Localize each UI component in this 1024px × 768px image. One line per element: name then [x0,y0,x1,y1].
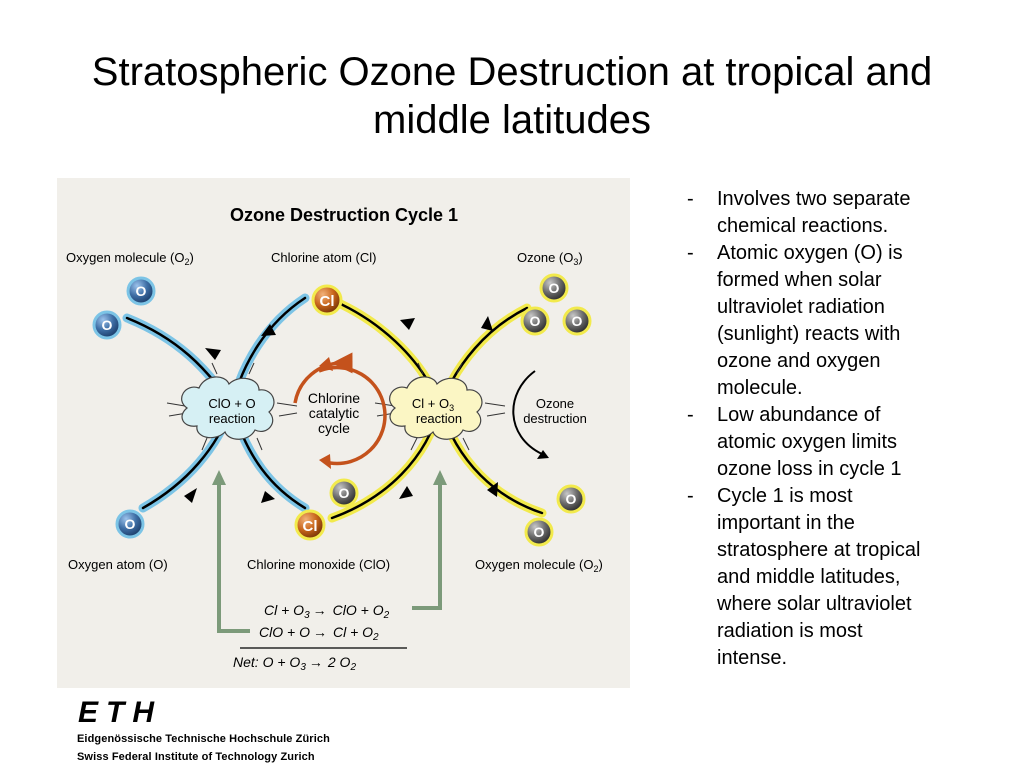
svg-text:Cl: Cl [320,293,335,310]
arrow-head-1 [205,348,221,360]
arrow-head-6 [261,491,275,503]
arrow-head-4 [481,316,493,331]
path-arrowheads [184,316,498,503]
net-arrowhead-left [212,470,226,485]
cycle-arrowhead-bottom [319,454,331,469]
eth-logo: ETH [78,698,155,726]
label-oxygen-molecule-bottom: Oxygen molecule (O2) [475,557,603,574]
ozone-atoms: O O O [520,273,592,336]
oxygen-molecule-top-atoms: O O [92,276,156,340]
bullet-marker: - [687,485,694,507]
svg-text:O: O [566,491,577,507]
svg-text:O: O [125,516,136,532]
clo-o-line-1: ClO + O [208,396,255,411]
title-line-2: middle latitudes [373,98,651,142]
footer-line-1: Eidgenössische Technische Hochschule Zür… [77,733,330,745]
cl-o3-line-1: Cl + O3 [412,396,454,413]
svg-text:O: O [572,313,583,329]
clo-o-reaction-cloud: ClO + O reaction [166,362,298,451]
ozone-destruction-arrowhead [537,450,549,459]
label-oxygen-atom: Oxygen atom (O) [68,557,168,572]
svg-text:O: O [136,283,147,299]
cycle-line-3: cycle [318,420,350,436]
ozone-destruction-line-1: Ozone [536,396,574,411]
chlorine-monoxide-atoms: O Cl [294,478,359,541]
atoms: O O Cl O O O O [92,273,592,547]
svg-text:O: O [339,485,350,501]
equation-net: Net: O + O3→2 O2 [233,654,356,673]
label-chlorine-monoxide: Chlorine monoxide (ClO) [247,557,390,572]
svg-text:ETH: ETH [78,698,155,726]
cl-o3-line-2: reaction [416,411,462,426]
oxygen-atom-bottom: O [115,509,145,539]
svg-text:O: O [534,524,545,540]
ozone-destruction-line-2: destruction [523,411,587,426]
svg-text:Cl: Cl [303,518,318,535]
cycle-line-1: Chlorine [308,390,360,406]
slide-title: Stratospheric Ozone Destruction at tropi… [20,48,1004,144]
cycle-arrowhead-top [319,357,333,371]
equation-2: ClO + O→Cl + O2 [259,624,379,643]
catalytic-cycle: Chlorine catalytic cycle [293,352,387,469]
cycle-line-2: catalytic [309,405,360,421]
footer-line-2: Swiss Federal Institute of Technology Zu… [77,751,315,763]
ozone-destruction: Ozone destruction [512,370,587,459]
title-line-1: Stratospheric Ozone Destruction at tropi… [91,50,933,94]
diagram-title: Ozone Destruction Cycle 1 [230,205,458,225]
svg-text:O: O [102,317,113,333]
bullet-marker: - [687,188,694,210]
arrow-head-3 [400,318,415,330]
diagram-svg: Ozone Destruction Cycle 1 Oxygen molecul… [66,205,603,673]
bullet-marker: - [687,404,694,426]
chlorine-atom-top: Cl [311,284,343,316]
bullet-marker: - [687,242,694,264]
svg-text:O: O [549,280,560,296]
atom-o-2 [92,310,122,340]
net-arrowhead-right [433,470,447,485]
oxygen-molecule-bottom-atoms: O O [524,484,586,547]
equations: Cl + O3→ClO + O2 ClO + O→Cl + O2 Net: O … [233,602,407,673]
ozone-cycle-diagram: Ozone Destruction Cycle 1 Oxygen molecul… [57,178,630,688]
arrow-head-8 [487,482,498,497]
label-oxygen-molecule-top: Oxygen molecule (O2) [66,250,194,267]
arrow-head-7 [399,486,413,499]
cl-o3-reaction-cloud: Cl + O3 reaction [374,362,506,451]
arrow-head-5 [184,488,197,503]
equation-1: Cl + O3→ClO + O2 [264,602,390,621]
label-ozone: Ozone (O3) [517,250,583,267]
net-arrows [212,470,447,633]
label-chlorine-atom: Chlorine atom (Cl) [271,250,376,265]
atom-o-1 [126,276,156,306]
arrow-head-2 [261,324,276,336]
clo-o-line-2: reaction [209,411,255,426]
svg-text:O: O [530,313,541,329]
